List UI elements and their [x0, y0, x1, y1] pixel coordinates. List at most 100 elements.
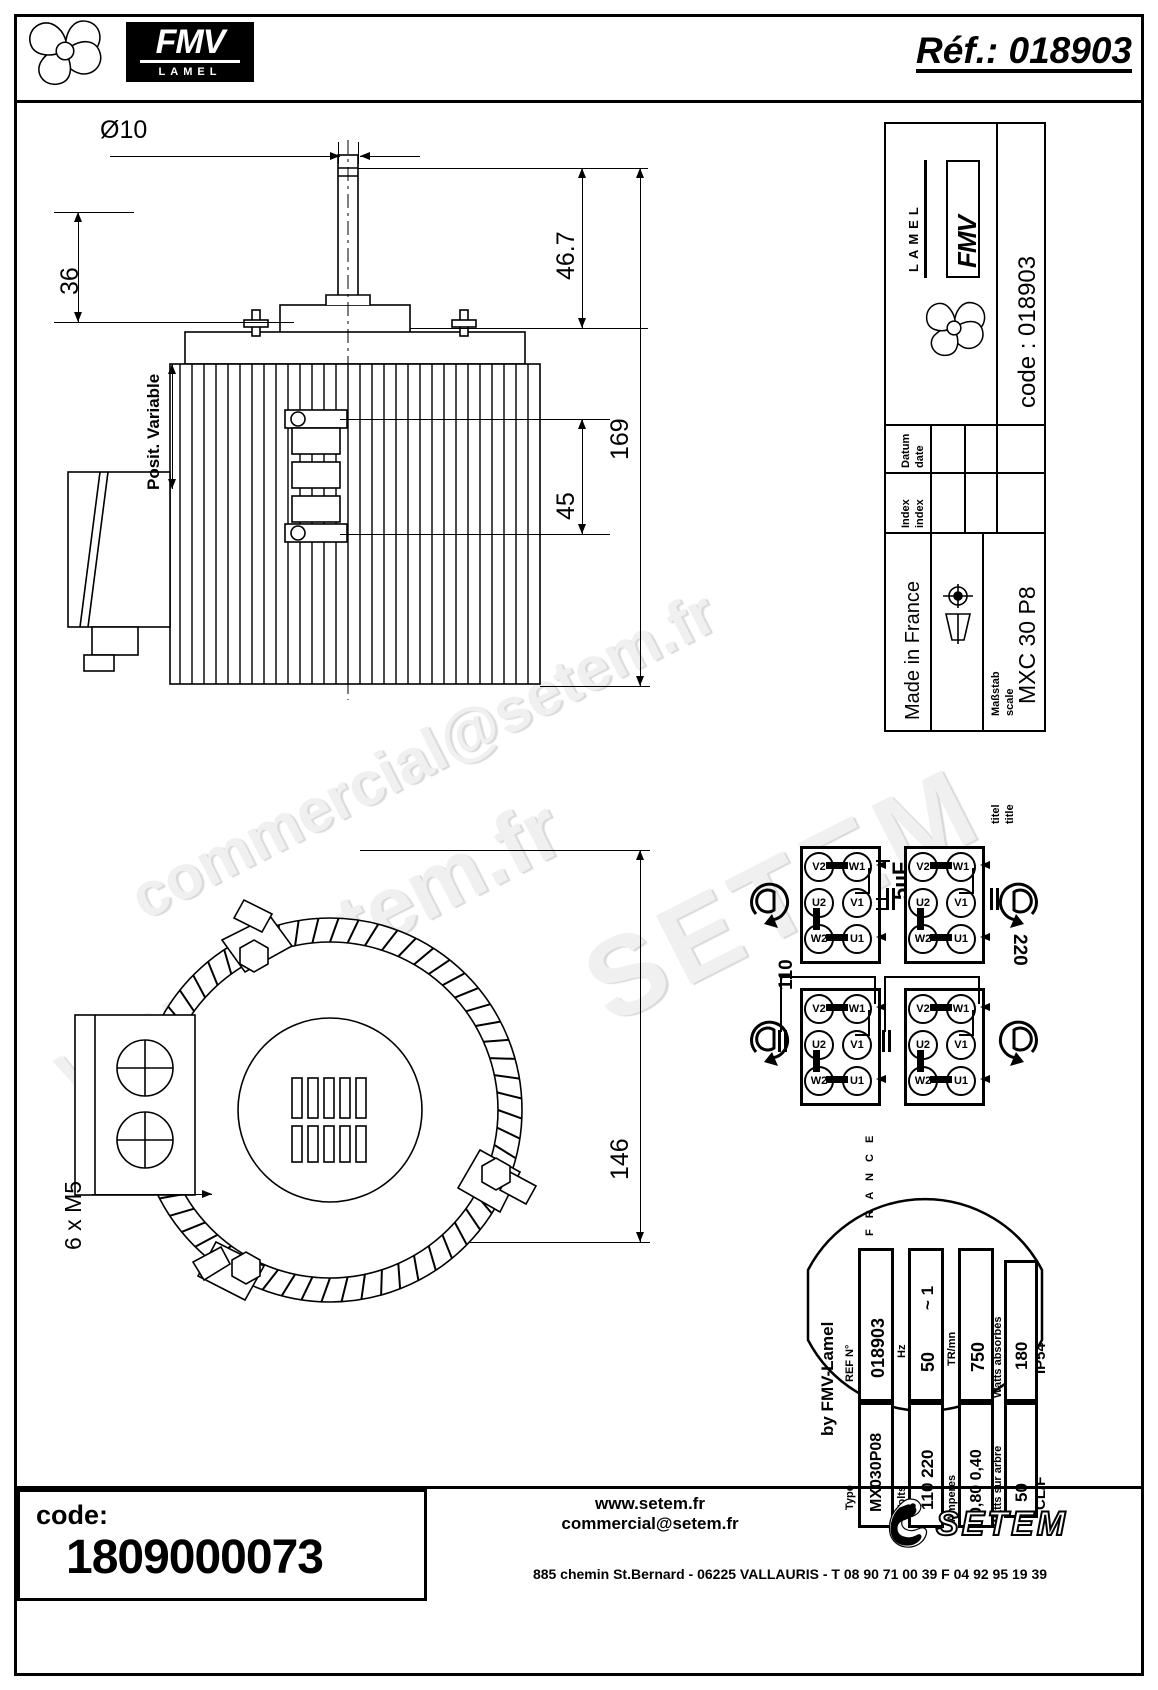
terminal-u2-top-right: U2 — [908, 888, 938, 918]
document-header: FMV LAMEL Réf.: 018903 — [0, 0, 1158, 103]
tb-fmv-logo: FMV LAMEL — [900, 160, 986, 370]
motor-nameplate: by FMV-Lamel F R A N C E REF N° 018903 T… — [800, 1132, 1050, 1528]
tb-datum: Datum — [900, 433, 912, 468]
tb-title-en: title — [1004, 804, 1016, 824]
dim-146-arrow-u — [636, 850, 644, 860]
tb-fan-impeller-icon — [925, 301, 986, 357]
label-posit-variable: Posit. Variable — [144, 373, 163, 490]
cap-plate-5 — [778, 1030, 781, 1052]
tb-fmv-wordmark: FMV — [952, 216, 982, 268]
tb-div-3 — [886, 532, 1044, 534]
link-bar-top-top-right — [930, 862, 952, 869]
footer-email[interactable]: commercial@setem.fr — [561, 1514, 739, 1533]
np-slot-rpm — [958, 1248, 994, 1402]
title-block: FMV LAMEL code : 018903 Datum date Index… — [884, 122, 1046, 824]
posit-arrow-d — [168, 479, 176, 489]
tb-vdiv-3 — [996, 424, 998, 532]
cap-loop-br-v2 — [978, 976, 980, 1004]
np-hz-value: 50 — [918, 1351, 938, 1372]
dim-ext-b — [358, 142, 359, 164]
footer-website[interactable]: www.setem.fr — [595, 1494, 705, 1513]
cap-loop-bl-h — [780, 976, 876, 978]
link-bar-top-bottom-right — [930, 1004, 952, 1011]
side-view-drawing: Ø10 36 46.7 169 45 Posit. Variable — [40, 116, 720, 760]
jumper-bottom-left — [868, 1010, 870, 1036]
dim-36: 36 — [56, 267, 84, 295]
supply-arrow-top-top-left — [876, 861, 886, 869]
posit-arrow-u — [168, 364, 176, 374]
jumper-h-top-right — [959, 892, 974, 894]
cap-lead-top-3 — [876, 908, 888, 910]
dim-146-arrow-d — [636, 1232, 644, 1242]
tb-massstab: Maßstab — [990, 671, 1002, 716]
drawing-frame — [14, 14, 1144, 1676]
np-ref-value: 018903 — [868, 1317, 888, 1378]
supply-arrow-top-bottom-right — [980, 1003, 990, 1011]
first-angle-projection-icon — [943, 584, 973, 644]
cap-loop-br-h — [884, 976, 980, 978]
voltage-220-label: 220 — [1009, 934, 1030, 966]
link-bar-bottom-top-left — [826, 934, 848, 941]
fan-impeller-icon — [29, 20, 102, 85]
top-view-svg — [74, 898, 538, 1303]
fmv-wordmark: FMV — [155, 23, 226, 61]
tb-vdiv-1 — [930, 424, 932, 532]
dim-ext-a — [338, 142, 339, 164]
side-view-svg — [67, 140, 541, 700]
cap-loop-bl-v1 — [780, 976, 782, 1032]
tb-vdiv-2 — [964, 424, 966, 532]
np-hz-label: Hz — [896, 1344, 908, 1358]
cap-plate-2 — [892, 888, 895, 910]
np-ip-value: IP54 — [1032, 1343, 1049, 1374]
cap-lead-top-2 — [876, 898, 888, 900]
dim-36-ext-bot — [54, 322, 294, 323]
tb-index-en: index — [914, 499, 926, 528]
rotation-arrow-cw-top-icon — [750, 882, 790, 928]
footer-code-value: 1809000073 — [66, 1531, 324, 1584]
supply-arrow-top-bottom-left — [876, 1003, 886, 1011]
link-bar-left-bottom-right — [917, 1050, 924, 1072]
np-rpm-label: TR/mn — [946, 1331, 958, 1366]
jumper-h-top-left — [855, 892, 870, 894]
terminal-u1-top-right: U1 — [946, 924, 976, 954]
dim-146: 146 — [606, 1138, 634, 1180]
tb-date: date — [914, 445, 926, 468]
jumper-h-bottom-left — [855, 1034, 870, 1036]
dim-45-arrow-u — [578, 419, 586, 429]
rotation-arrow-ccw-top-icon — [998, 882, 1038, 928]
link-bar-top-bottom-left — [826, 1004, 848, 1011]
terminal-v1-bottom-right: V1 — [946, 1030, 976, 1060]
cap-loop-br-v1 — [884, 976, 886, 1032]
link-bar-bottom-bottom-right — [930, 1076, 952, 1083]
np-slot-hz — [908, 1248, 944, 1402]
dim-169: 169 — [606, 418, 634, 460]
footer-address: 885 chemin St.Bernard - 06225 VALLAURIS … — [532, 1566, 1048, 1582]
tb-vdiv-6 — [996, 124, 998, 424]
dim-36-ext-top — [54, 212, 134, 213]
dim-46-7-ext-top — [358, 168, 648, 169]
fmv-lamel-logo: FMV LAMEL — [16, 12, 256, 90]
cap-plate-7 — [882, 1030, 885, 1052]
dim-146-ext-bot — [470, 1242, 650, 1243]
supply-arrow-bottom-bottom-right — [980, 1075, 990, 1083]
link-bar-left-bottom-left — [813, 1050, 820, 1072]
fmv-wordmark-box: FMV LAMEL — [126, 22, 254, 82]
terminal-u2-top-left: U2 — [804, 888, 834, 918]
dim-169-arrow-u — [636, 168, 644, 178]
np-slot-watts-shaft — [1004, 1402, 1038, 1518]
link-bar-left-top-left — [813, 908, 820, 930]
footer-code-box: code: 1809000073 — [17, 1489, 427, 1601]
supply-arrow-bottom-top-right — [980, 933, 990, 941]
tb-vdiv-5 — [982, 532, 984, 732]
fmv-rule — [140, 60, 240, 63]
jumper-h-bottom-right — [959, 1034, 974, 1036]
cap-plate-3 — [990, 888, 993, 910]
cap-plate-4 — [996, 888, 999, 910]
dim-shaft-arrow-r — [330, 152, 340, 160]
tb-fmv-rule — [924, 160, 927, 278]
tb-fmv-box: FMV — [946, 160, 982, 278]
link-bar-bottom-top-right — [930, 934, 952, 941]
label-6xM5: 6 x M5 — [60, 1180, 86, 1250]
cap-loop-bl-v2 — [874, 976, 876, 1004]
cap-lead-top-1 — [876, 860, 890, 862]
